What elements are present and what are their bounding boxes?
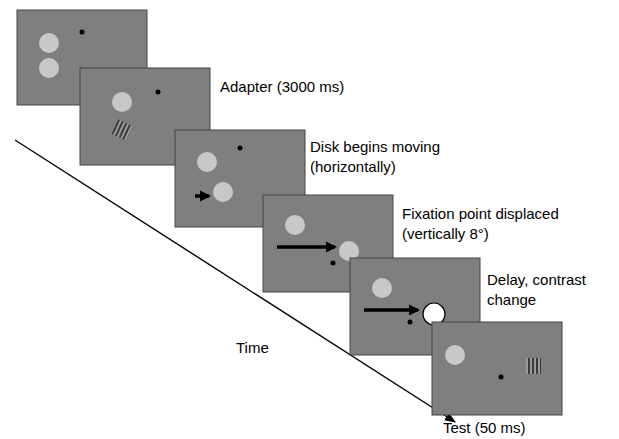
step-label: Delay, contrast change bbox=[487, 270, 607, 310]
step-label: Time bbox=[236, 338, 269, 358]
frame-6 bbox=[432, 322, 562, 415]
step-label: Disk begins moving (horizontally) bbox=[310, 137, 460, 177]
step-label: Test (50 ms) bbox=[443, 418, 526, 438]
step-label: Fixation point displaced (vertically 8°) bbox=[402, 204, 577, 244]
step-label: Adapter (3000 ms) bbox=[220, 77, 344, 97]
